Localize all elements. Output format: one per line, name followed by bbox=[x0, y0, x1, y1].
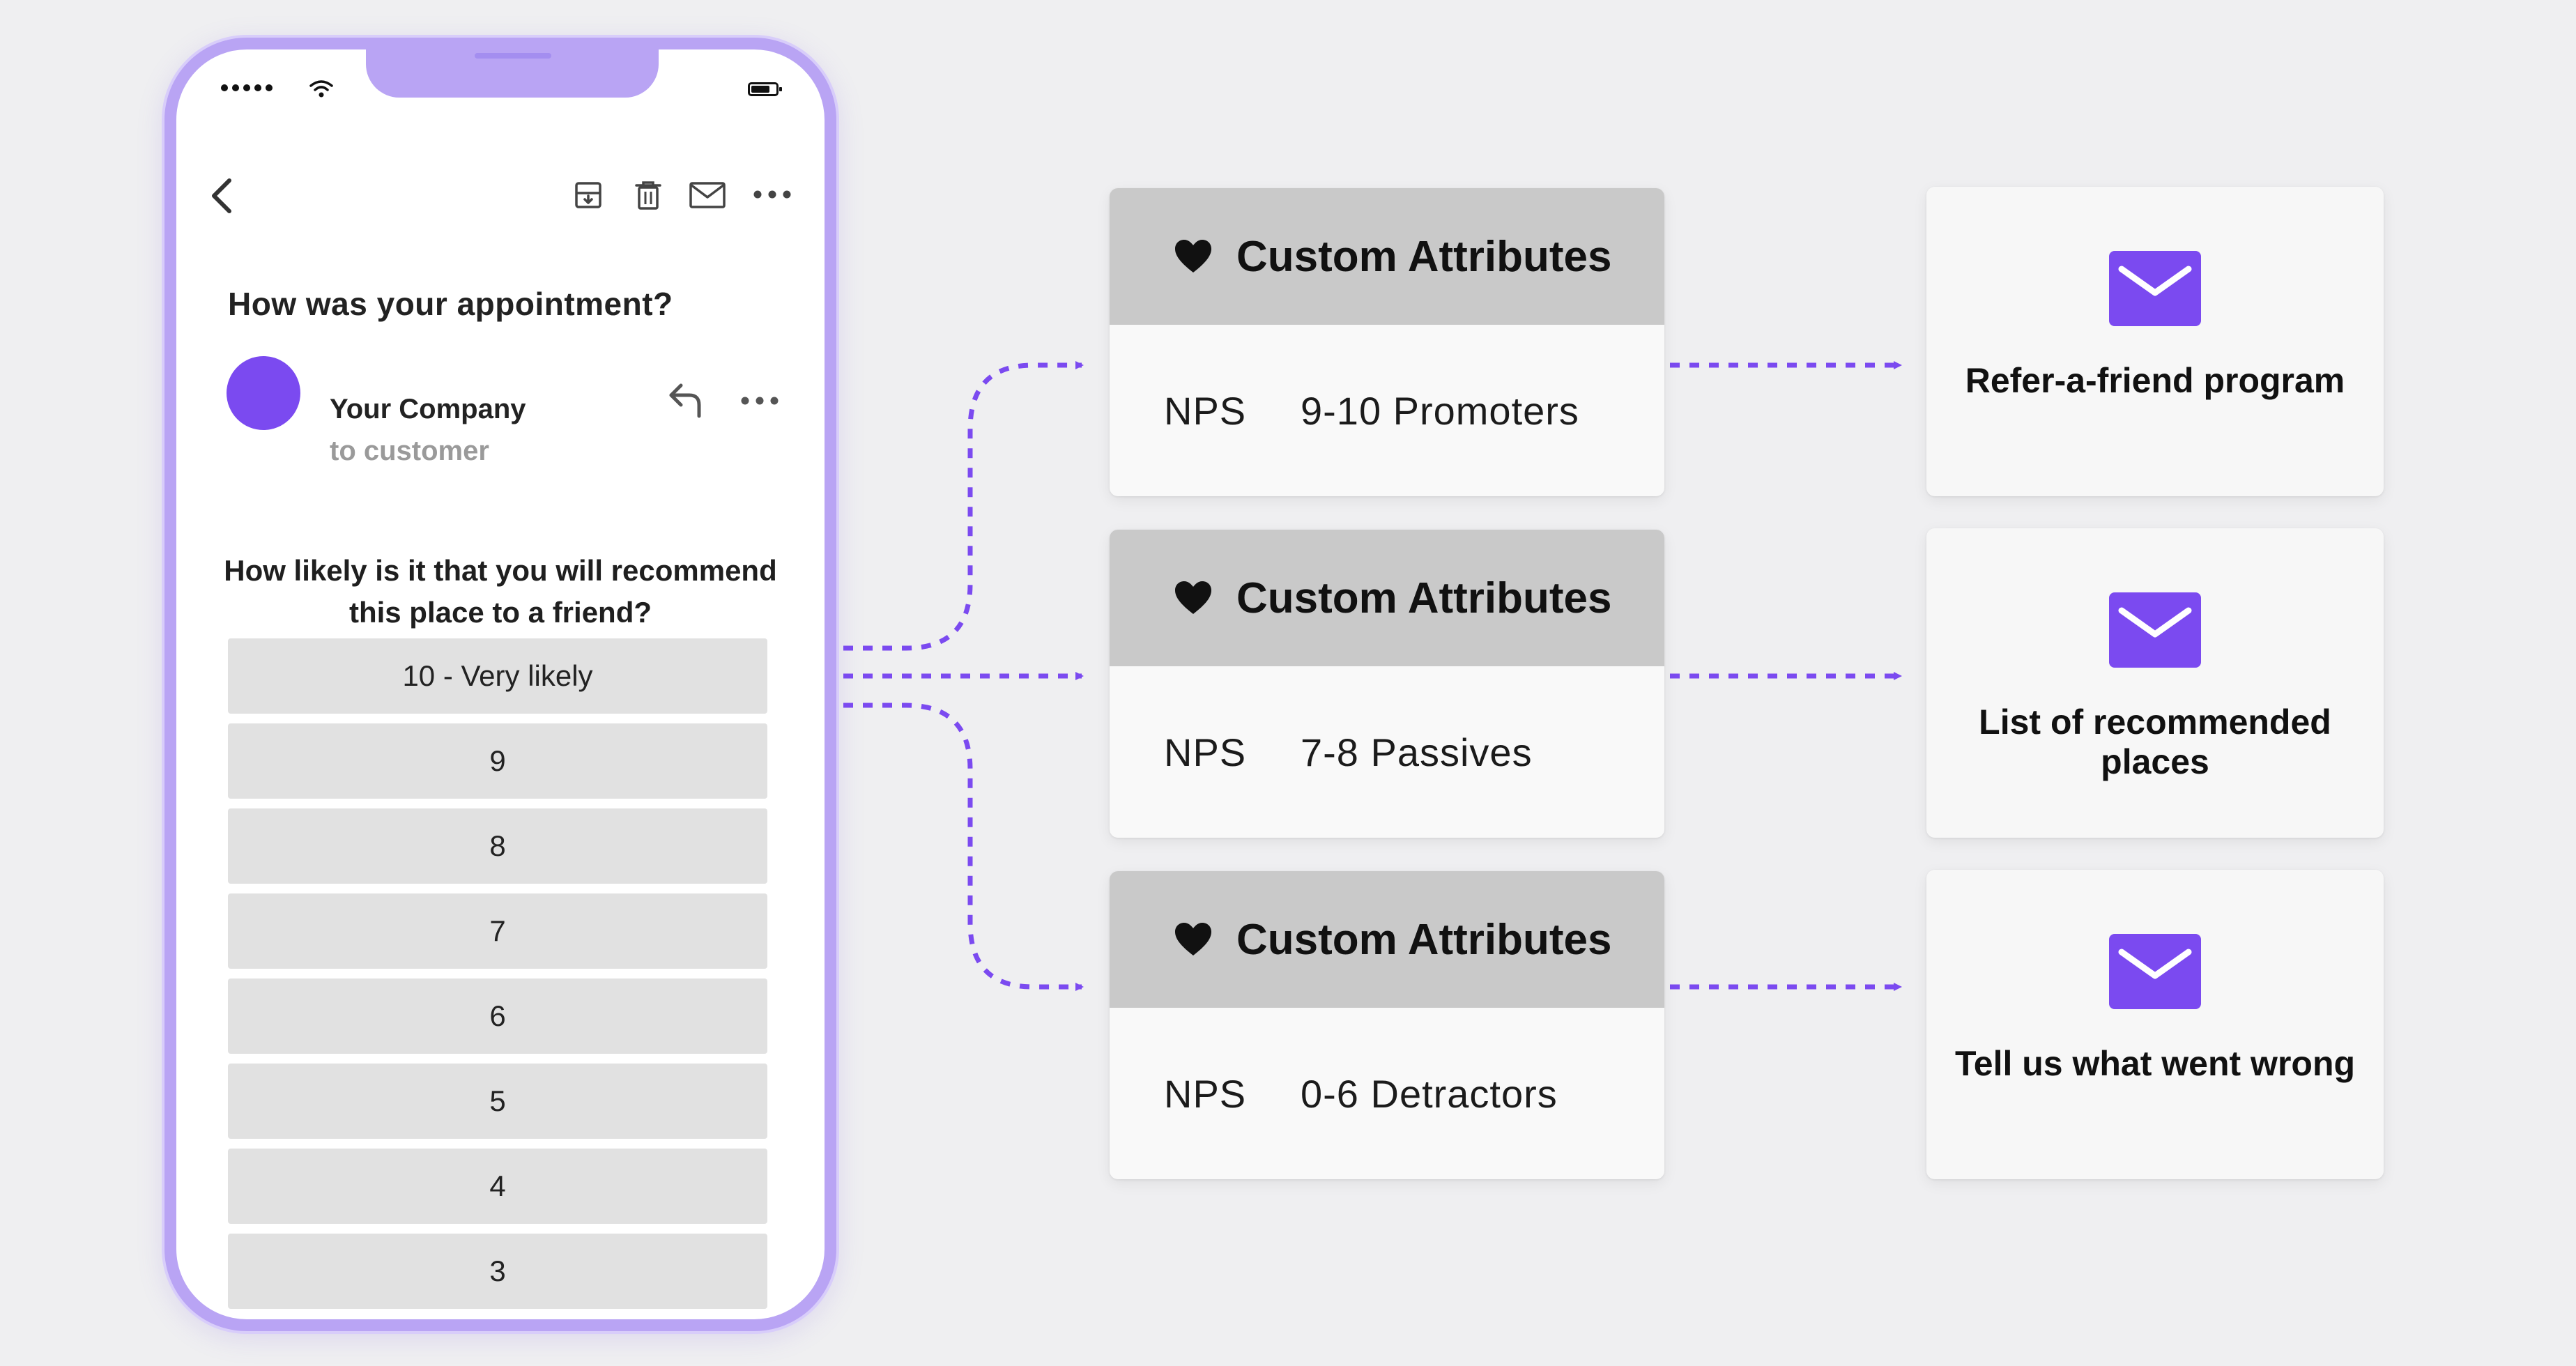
outcome-card-recommended: List of recommended places bbox=[1926, 528, 2384, 838]
attribute-card-passives: Custom Attributes NPS 7-8 Passives bbox=[1110, 530, 1664, 838]
sender-name: Your Company bbox=[330, 394, 526, 424]
rating-option[interactable]: 6 bbox=[228, 979, 767, 1054]
rating-option[interactable]: 10 - Very likely bbox=[228, 638, 767, 714]
attribute-key: NPS bbox=[1164, 730, 1247, 774]
attribute-card-header: Custom Attributes bbox=[1110, 530, 1664, 666]
rating-option[interactable]: 8 bbox=[228, 808, 767, 884]
attribute-card-body: NPS 7-8 Passives bbox=[1110, 666, 1664, 838]
heart-icon bbox=[1175, 240, 1211, 273]
attribute-card-header: Custom Attributes bbox=[1110, 871, 1664, 1008]
envelope-icon bbox=[2109, 934, 2201, 1009]
heart-icon bbox=[1175, 581, 1211, 614]
attribute-value: 0-6 Detractors bbox=[1301, 1071, 1558, 1116]
outcome-card-feedback: Tell us what went wrong bbox=[1926, 870, 2384, 1179]
recipient-label: to customer bbox=[330, 436, 489, 466]
rating-options: 10 - Very likely 9 8 7 6 5 4 3 bbox=[228, 638, 767, 1319]
rating-option[interactable]: 7 bbox=[228, 893, 767, 969]
signal-icon bbox=[221, 84, 273, 91]
outcome-label: List of recommended places bbox=[1979, 703, 2331, 781]
heart-icon bbox=[1175, 923, 1211, 956]
attribute-card-body: NPS 0-6 Detractors bbox=[1110, 1008, 1664, 1179]
more-icon[interactable] bbox=[752, 187, 792, 201]
reply-icon[interactable] bbox=[666, 380, 705, 419]
attribute-card-body: NPS 9-10 Promoters bbox=[1110, 325, 1664, 496]
mail-icon[interactable] bbox=[688, 179, 727, 211]
speaker-grille bbox=[475, 53, 551, 59]
phone-mockup: How was your appointment? Your Company t… bbox=[164, 38, 836, 1331]
attribute-card-header: Custom Attributes bbox=[1110, 188, 1664, 325]
attribute-key: NPS bbox=[1164, 1071, 1247, 1116]
rating-option[interactable]: 9 bbox=[228, 723, 767, 799]
envelope-icon bbox=[2109, 592, 2201, 668]
attribute-card-title: Custom Attributes bbox=[1236, 915, 1612, 964]
avatar bbox=[227, 356, 300, 430]
survey-question: How likely is it that you will recommend… bbox=[224, 554, 777, 629]
attribute-card-title: Custom Attributes bbox=[1236, 574, 1612, 622]
attribute-value: 9-10 Promoters bbox=[1301, 388, 1579, 433]
back-icon[interactable] bbox=[207, 176, 238, 215]
outcome-card-refer: Refer-a-friend program bbox=[1926, 187, 2384, 496]
archive-icon[interactable] bbox=[572, 179, 604, 211]
attribute-key: NPS bbox=[1164, 388, 1247, 433]
rating-option[interactable]: 5 bbox=[228, 1064, 767, 1139]
attribute-card-promoters: Custom Attributes NPS 9-10 Promoters bbox=[1110, 188, 1664, 496]
attribute-card-title: Custom Attributes bbox=[1236, 232, 1612, 281]
trash-icon[interactable] bbox=[632, 179, 664, 211]
message-more-icon[interactable] bbox=[739, 394, 780, 408]
connector-promoters bbox=[843, 361, 1084, 651]
outcome-label: Refer-a-friend program bbox=[1965, 361, 2345, 400]
attribute-card-detractors: Custom Attributes NPS 0-6 Detractors bbox=[1110, 871, 1664, 1179]
battery-icon bbox=[748, 82, 782, 96]
phone-notch bbox=[366, 49, 659, 98]
attribute-value: 7-8 Passives bbox=[1301, 730, 1533, 774]
wifi-icon bbox=[309, 80, 333, 98]
rating-option[interactable]: 4 bbox=[228, 1149, 767, 1224]
rating-option[interactable]: 3 bbox=[228, 1234, 767, 1309]
connector-detractors bbox=[843, 703, 1084, 991]
envelope-icon bbox=[2109, 251, 2201, 326]
outcome-label: Tell us what went wrong bbox=[1954, 1044, 2356, 1083]
email-subject: How was your appointment? bbox=[228, 286, 673, 322]
